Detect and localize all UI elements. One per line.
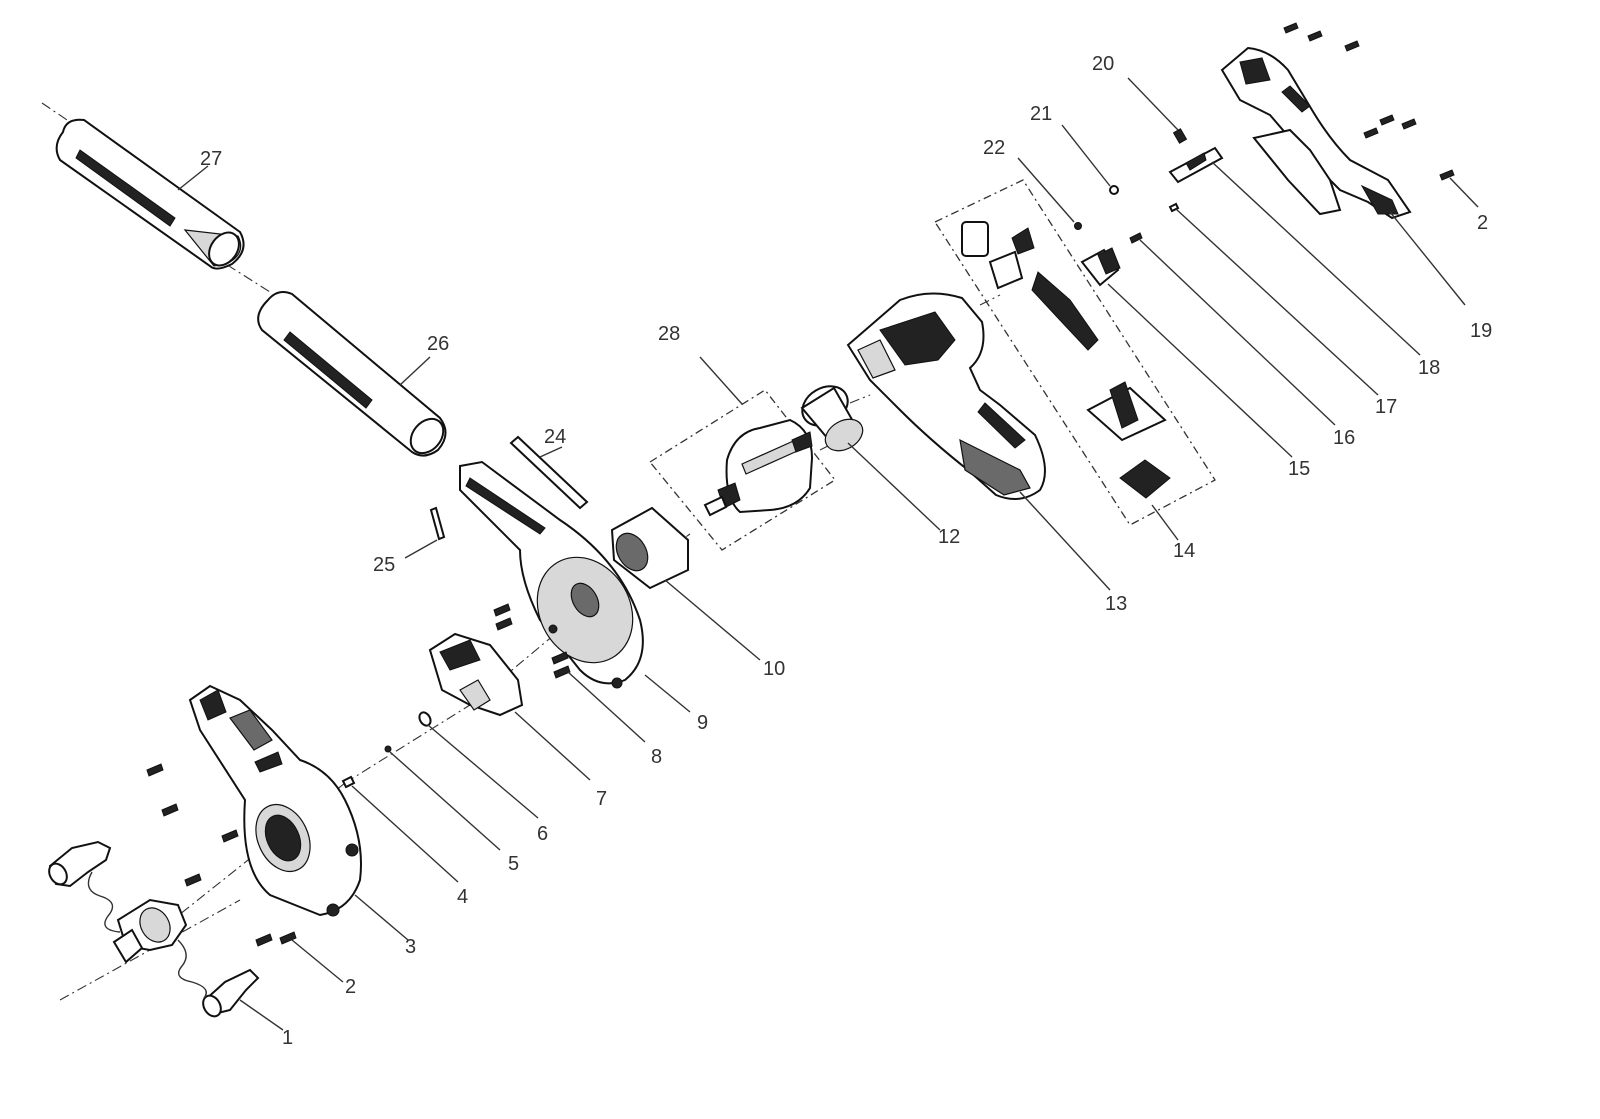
callout-12: 12 bbox=[938, 526, 960, 548]
callout-19: 19 bbox=[1470, 320, 1492, 342]
callout-24: 24 bbox=[544, 426, 566, 448]
callout-27: 27 bbox=[200, 148, 222, 170]
callout-10: 10 bbox=[763, 658, 785, 680]
callout-16: 16 bbox=[1333, 427, 1355, 449]
callout-26: 26 bbox=[427, 333, 449, 355]
parts-washers bbox=[341, 711, 539, 883]
part-15-switch bbox=[1080, 247, 1293, 458]
callout-17: 17 bbox=[1375, 396, 1397, 418]
callout-25: 25 bbox=[373, 554, 395, 576]
callout-2: 2 bbox=[345, 976, 356, 998]
callout-18: 18 bbox=[1418, 357, 1440, 379]
part-26-extension-tube bbox=[257, 291, 447, 457]
part-3-blower-housing bbox=[188, 684, 409, 941]
part-25-pin bbox=[404, 506, 446, 559]
part-7-fan bbox=[428, 632, 591, 781]
part-18-clip bbox=[1168, 146, 1421, 356]
callout-15: 15 bbox=[1288, 458, 1310, 480]
callout-14: 14 bbox=[1173, 540, 1195, 562]
part-9-housing-half bbox=[459, 460, 691, 713]
part-1-adapters bbox=[48, 840, 284, 1031]
part-28-motor bbox=[699, 356, 814, 517]
callout-4: 4 bbox=[457, 886, 468, 908]
callout-9: 9 bbox=[697, 712, 708, 734]
callout-1: 1 bbox=[282, 1027, 293, 1049]
callout-7: 7 bbox=[596, 788, 607, 810]
callout-labels: 1 2 2 3 4 5 6 7 8 9 10 12 13 14 15 16 17… bbox=[200, 53, 1492, 1049]
parts-small-fasteners bbox=[1017, 77, 1379, 426]
part-12-cup bbox=[800, 385, 941, 531]
part-10-boot bbox=[610, 506, 761, 661]
callout-6: 6 bbox=[537, 823, 548, 845]
callout-22: 22 bbox=[983, 137, 1005, 159]
callout-8: 8 bbox=[651, 746, 662, 768]
part-24-strip bbox=[509, 435, 589, 510]
screws-middle bbox=[493, 603, 646, 743]
part-27-nozzle-tube bbox=[55, 118, 245, 270]
callout-20: 20 bbox=[1092, 53, 1114, 75]
callout-5: 5 bbox=[508, 853, 519, 875]
part-14-electronics bbox=[961, 221, 1179, 541]
screws-right bbox=[1283, 22, 1479, 208]
callout-21: 21 bbox=[1030, 103, 1052, 125]
part-19-handle-cover bbox=[1220, 46, 1466, 306]
part-13-main-housing bbox=[846, 292, 1111, 591]
group-boxes bbox=[649, 179, 1216, 551]
callout-3: 3 bbox=[405, 936, 416, 958]
screws-left bbox=[146, 763, 344, 983]
motor-assembly-box bbox=[649, 389, 836, 551]
callout-2-right: 2 bbox=[1477, 212, 1488, 234]
callout-13: 13 bbox=[1105, 593, 1127, 615]
callout-28: 28 bbox=[658, 323, 680, 345]
electronics-assembly-box bbox=[934, 179, 1216, 526]
